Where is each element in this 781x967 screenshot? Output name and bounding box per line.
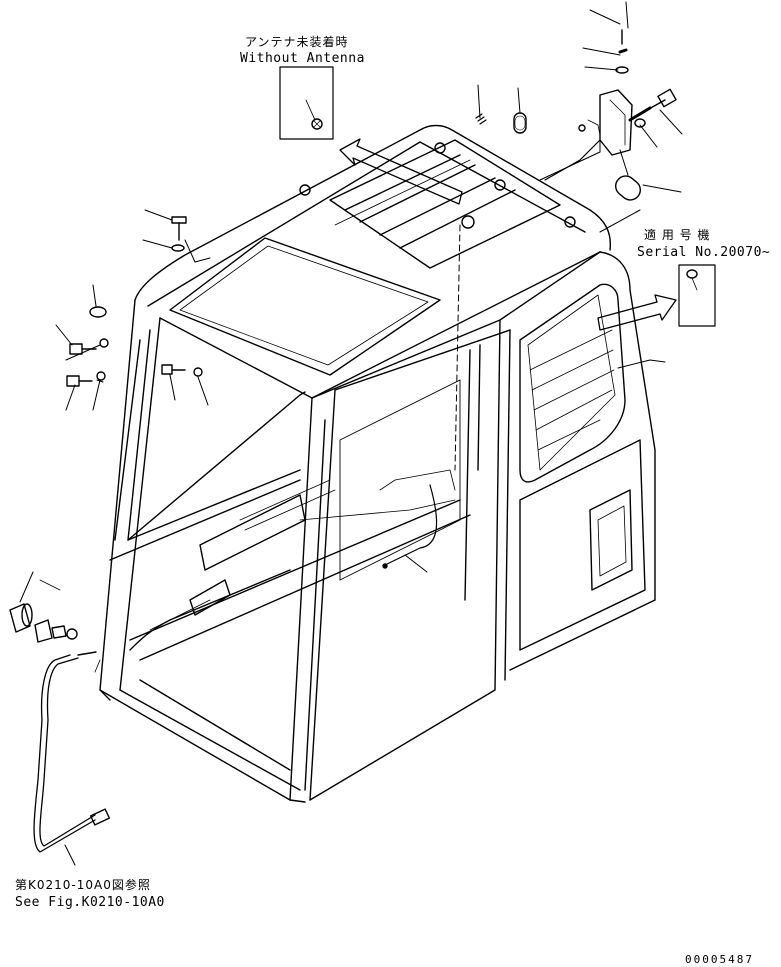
figure-reference-jp: 第K0210-10A0図参照 <box>15 878 151 892</box>
antenna-callout-jp: アンテナ未装着時 <box>245 35 349 49</box>
detail-box-serial <box>678 264 716 327</box>
harness-cable <box>382 224 461 569</box>
antenna-callout-en: Without Antenna <box>240 51 365 66</box>
detail-box-antenna <box>279 66 334 140</box>
left-fasteners <box>66 216 211 387</box>
cab-side <box>129 251 656 801</box>
front-frame <box>99 299 336 803</box>
serial-callout-jp: 適 用 号 機 <box>644 228 711 242</box>
cable-assembly <box>9 603 111 853</box>
antenna-bracket <box>475 29 677 201</box>
serial-callout-en: Serial No.20070~ <box>637 245 771 260</box>
drawing-number: 00005487 <box>685 953 754 966</box>
figure-reference-en: See Fig.K0210-10A0 <box>15 895 165 910</box>
detail-arrows <box>339 138 677 331</box>
leader-lines <box>19 1 683 866</box>
